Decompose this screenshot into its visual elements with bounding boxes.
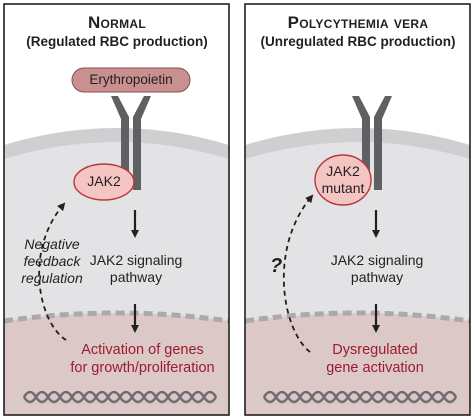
right-jak2-mutant-oval [314,154,372,206]
right-pathway-line1: JAK2 signaling [330,252,424,268]
right-outcome-line2: gene activation [326,360,424,376]
right-pathway-line2: pathway [350,269,404,285]
right-outcome-line1: Dysregulated [332,342,418,358]
left-outcome-line2: for growth/proliferation [70,360,215,376]
left-pathway-line2: pathway [109,269,163,285]
left-panel-subtitle: (Regulated RBC production) [26,34,208,49]
feedback-line3: regulation [21,270,83,286]
question-mark: ? [270,255,283,277]
left-cell-membrane [4,128,229,159]
right-jak2-mutant-label: JAK2 mutant [315,163,371,197]
right-nuclear-envelope [245,310,470,324]
left-panel [3,3,230,416]
right-kinase-line2: mutant [321,180,365,196]
feedback-line1: Negative [24,236,80,252]
left-outcome-line1: Activation of genes [81,342,204,358]
right-dna-helix [262,390,458,404]
left-pathway-line1: JAK2 signaling [89,252,183,268]
left-panel-border [3,3,230,416]
left-pathway-label: JAK2 signaling pathway [71,252,201,286]
left-jak2-oval [73,163,135,201]
uncertain-feedback-arrow [283,194,314,353]
feedback-line2: feedback [23,253,81,269]
negative-feedback-label: Negative feedback regulation [12,236,92,287]
right-panel-subtitle: (Unregulated RBC production) [260,34,456,49]
left-panel-title: Normal [87,13,147,32]
erythropoietin-pill [71,67,191,93]
left-jak2-label: JAK2 [87,173,121,189]
left-nuclear-envelope [4,310,229,324]
left-dna-helix [22,390,218,404]
right-panel-border [244,3,471,416]
right-cell-membrane [245,128,470,159]
right-panel-title: Polycythemia vera [287,13,429,32]
right-outcome-label: Dysregulated gene activation [300,341,450,377]
right-nucleus [245,313,470,415]
right-kinase-line1: JAK2 [326,163,360,179]
right-panel [244,3,471,416]
negative-feedback-arrow [38,202,67,341]
left-nucleus [4,313,229,415]
left-receptor [111,96,151,190]
right-pathway-label: JAK2 signaling pathway [312,252,442,286]
left-outcome-label: Activation of genes for growth/prolifera… [60,341,225,377]
erythropoietin-label: Erythropoietin [89,72,173,87]
